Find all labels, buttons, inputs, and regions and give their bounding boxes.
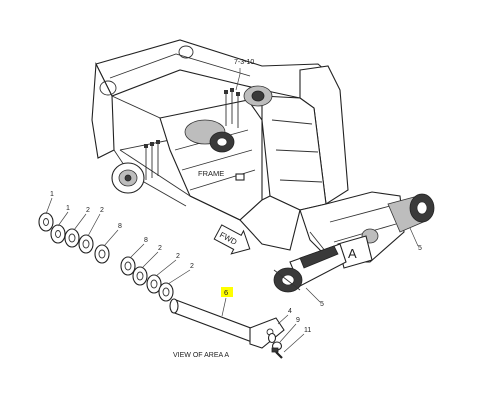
callout-8b: 8 bbox=[144, 237, 148, 244]
washer bbox=[94, 244, 110, 264]
right-hub-assembly bbox=[361, 193, 435, 244]
washer bbox=[64, 228, 80, 248]
loader-frame bbox=[91, 39, 405, 263]
pin-item-6 bbox=[169, 298, 285, 349]
lower-pivot-assembly bbox=[273, 243, 347, 293]
washer bbox=[132, 266, 148, 286]
washer-callouts-right: 8 2 2 2 bbox=[129, 237, 194, 285]
callout-5-lower: 5 bbox=[320, 301, 324, 308]
view-caption: VIEW OF AREA A bbox=[173, 352, 229, 359]
fwd-arrow: FWD bbox=[213, 224, 251, 255]
callout-2a: 2 bbox=[86, 207, 90, 214]
area-a-label: A bbox=[348, 246, 357, 261]
washer bbox=[146, 274, 162, 294]
washer bbox=[78, 234, 94, 254]
washer bbox=[158, 282, 174, 302]
callout-9: 9 bbox=[296, 317, 300, 324]
highlight-box bbox=[221, 287, 233, 297]
callout-2c: 2 bbox=[158, 245, 162, 252]
callout-4: 4 bbox=[288, 308, 292, 315]
washer-callouts-left: 1 1 2 2 8 bbox=[45, 191, 122, 247]
callout-2b: 2 bbox=[100, 207, 104, 214]
callout-6: 6 bbox=[224, 288, 228, 297]
callout-2e: 2 bbox=[190, 263, 194, 270]
callout-2d: 2 bbox=[176, 253, 180, 260]
washer bbox=[50, 224, 66, 244]
washer bbox=[120, 256, 136, 276]
callout-6-highlight: 6 bbox=[221, 287, 233, 317]
callout-5-right: 5 bbox=[418, 245, 422, 252]
callout-1b: 1 bbox=[66, 205, 70, 212]
fastener-callouts: 4 9 11 bbox=[277, 308, 311, 353]
callout-11: 11 bbox=[304, 327, 311, 334]
callout-1a: 1 bbox=[50, 191, 54, 198]
washer-stack bbox=[38, 212, 174, 302]
washer bbox=[38, 212, 54, 232]
callout-8a: 8 bbox=[118, 223, 122, 230]
frame-label: FRAME bbox=[198, 169, 224, 178]
callout-7-3-10: 7-3-10 bbox=[234, 59, 254, 66]
fastener-group bbox=[267, 332, 283, 359]
